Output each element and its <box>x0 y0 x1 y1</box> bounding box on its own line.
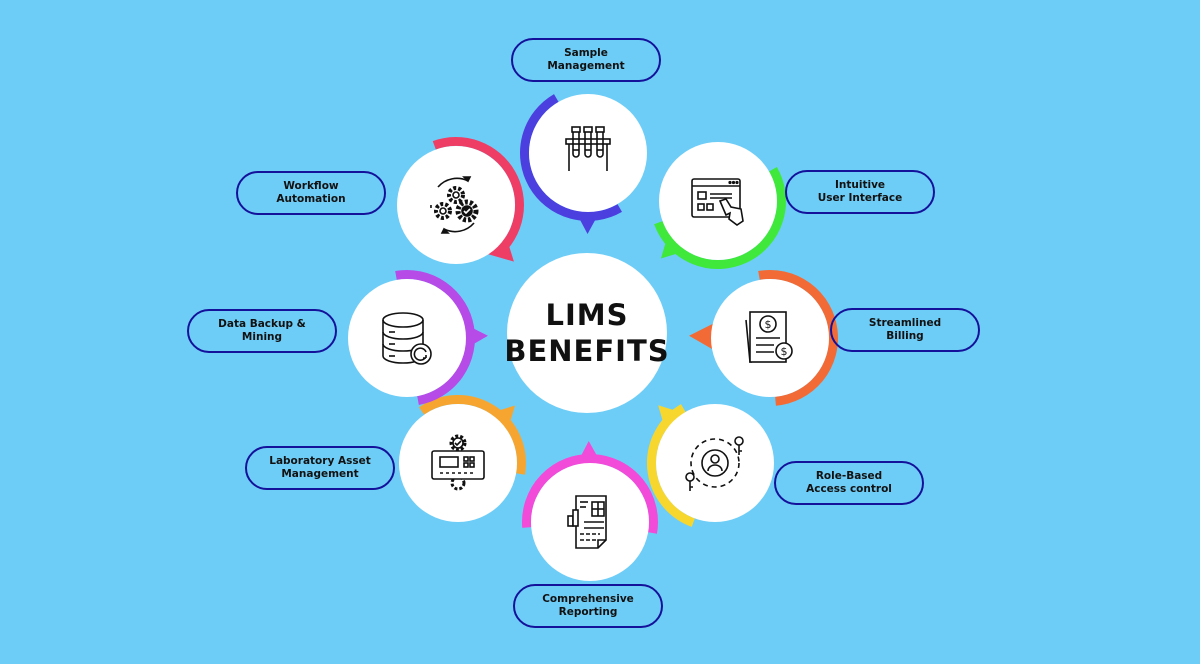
node-streamlined-billing[interactable]: $$ <box>711 279 829 397</box>
title-line-2: BENEFITS <box>504 334 670 368</box>
label-data-backup-mining[interactable]: Data Backup & Mining <box>187 309 337 353</box>
label-intuitive-ui[interactable]: Intuitive User Interface <box>785 170 935 214</box>
node-workflow-automation[interactable] <box>397 146 515 264</box>
data-backup-mining-pointer <box>461 322 488 351</box>
label-sample-management[interactable]: Sample Management <box>511 38 661 82</box>
label-comprehensive-reporting[interactable]: Comprehensive Reporting <box>513 584 663 628</box>
lab-device-gear-icon <box>431 434 485 491</box>
svg-text:$: $ <box>765 318 772 331</box>
database-refresh-icon <box>382 312 432 365</box>
intuitive-ui-pointer <box>660 230 690 259</box>
comprehensive-reporting-pointer <box>575 441 604 468</box>
streamlined-billing-pointer <box>689 322 716 351</box>
gears-cycle-icon <box>430 176 479 234</box>
data-backup-mining-circle <box>348 279 466 397</box>
user-keys-icon <box>685 436 744 491</box>
node-intuitive-ui[interactable] <box>659 142 777 260</box>
svg-text:$: $ <box>781 345 788 358</box>
label-role-based-access[interactable]: Role-Based Access control <box>774 461 924 505</box>
sample-management-pointer <box>573 207 602 234</box>
node-lab-asset-management[interactable] <box>399 404 517 522</box>
test-tubes-rack-icon <box>565 126 611 171</box>
label-lab-asset-management[interactable]: Laboratory Asset Management <box>245 446 395 490</box>
workflow-automation-ring <box>432 137 524 258</box>
lab-asset-management-pointer <box>486 405 516 434</box>
workflow-automation-pointer <box>485 233 514 262</box>
lab-asset-management-ring <box>419 395 526 475</box>
browser-pointer-icon <box>691 178 744 226</box>
invoice-dollar-icon: $$ <box>745 311 793 363</box>
node-comprehensive-reporting[interactable] <box>531 463 649 581</box>
label-streamlined-billing[interactable]: Streamlined Billing <box>830 308 980 352</box>
center-title: LIMS BENEFITS <box>504 253 670 413</box>
sample-management-circle <box>529 94 647 212</box>
title-line-1: LIMS <box>545 298 629 332</box>
label-workflow-automation[interactable]: Workflow Automation <box>236 171 386 215</box>
intuitive-ui-circle <box>659 142 777 260</box>
node-data-backup-mining[interactable] <box>348 279 466 397</box>
node-role-based-access[interactable] <box>656 404 774 522</box>
node-sample-management[interactable] <box>529 94 647 212</box>
role-based-access-pointer <box>658 405 687 434</box>
report-document-icon <box>567 495 607 549</box>
workflow-automation-circle <box>397 146 515 264</box>
